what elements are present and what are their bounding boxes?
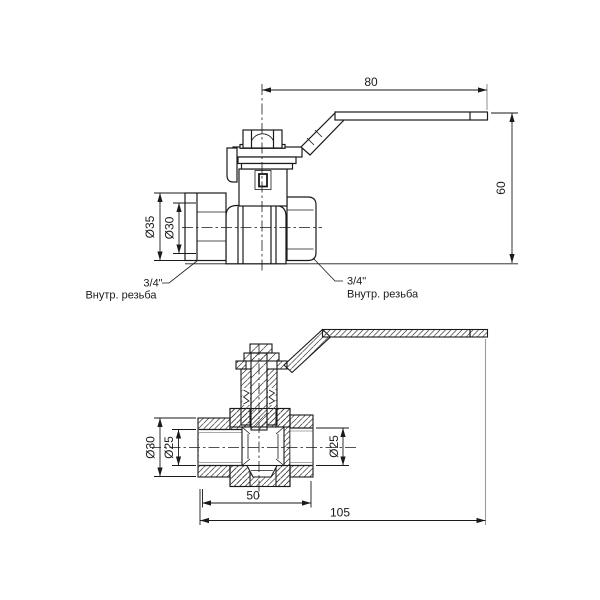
right-port-size-label: 3/4" — [347, 276, 366, 288]
dimension-105: 105 — [199, 339, 487, 525]
dimension-d25-right: Ø25 — [316, 427, 349, 466]
arrowhead — [302, 500, 311, 506]
right-bore — [290, 428, 313, 466]
gland-washer — [240, 162, 294, 170]
arrowhead — [340, 428, 346, 437]
arrowhead — [340, 456, 346, 466]
top-view: 80 60 Ø35 Ø30 — [85, 75, 518, 302]
gland-flange — [237, 156, 297, 165]
packing-spring-left — [242, 389, 250, 405]
arrowhead — [509, 254, 515, 263]
seat-chamfer — [275, 426, 285, 435]
arrowhead — [200, 517, 209, 524]
dimension-d30-bottom: Ø30 — [144, 417, 196, 477]
arrowhead — [176, 203, 182, 212]
ball-seat-lower — [246, 464, 278, 478]
handle-bend-tick — [314, 129, 323, 138]
packing-window-right — [268, 388, 276, 405]
stem-detail-frame — [254, 170, 272, 190]
arrowhead — [157, 193, 163, 202]
centerlines-bottom — [150, 344, 357, 497]
dim-d25-right-label: Ø25 — [327, 435, 341, 458]
seat-chamfer — [275, 458, 285, 466]
handle-bar — [334, 111, 489, 121]
leader-line — [312, 257, 343, 282]
dim-105-label: 105 — [330, 506, 350, 520]
arrowhead — [175, 456, 182, 466]
arrowhead — [509, 113, 515, 122]
seat-chamfer — [241, 458, 251, 466]
dim-d35-label: Ø35 — [143, 215, 157, 238]
packing-spring-right — [268, 389, 276, 405]
dimension-50: 50 — [202, 481, 312, 508]
body-barrel — [225, 204, 287, 265]
handle-stop-tab — [226, 147, 238, 183]
dimension-80: 80 — [262, 75, 488, 110]
dim-60-label: 60 — [494, 181, 508, 195]
packing-window-left — [242, 388, 250, 405]
seat-chamfer — [241, 426, 251, 435]
handle-bend-tick — [306, 137, 315, 146]
dimension-60: 60 — [185, 112, 518, 265]
arrowhead — [157, 251, 163, 261]
right-hex-nut — [286, 196, 317, 262]
dimension-d35: Ø35 — [143, 192, 196, 261]
left-port-thread-label: Внутр. резьба — [85, 290, 157, 302]
arrowhead — [262, 87, 271, 93]
section-handle — [283, 328, 489, 374]
dim-80-label: 80 — [364, 75, 378, 89]
dim-50-label: 50 — [246, 489, 260, 503]
arrowhead — [157, 467, 163, 477]
section-stem — [235, 343, 288, 431]
right-port-thread-label: Внутр. резьба — [347, 289, 419, 301]
left-hex-nut — [184, 192, 227, 262]
stem-assembly — [226, 129, 303, 183]
arrowhead — [476, 517, 486, 524]
stem-top — [249, 343, 273, 354]
centerlines-top — [182, 84, 322, 271]
bottom-view: Ø30 Ø25 Ø25 50 — [144, 328, 489, 525]
dim-d30-bottom-label: Ø30 — [144, 436, 158, 459]
stem-nut — [242, 129, 283, 149]
dim-d30-top-label: Ø30 — [163, 216, 177, 239]
left-port-size-label: 3/4" — [143, 278, 162, 290]
port-label-right: 3/4" Внутр. резьба — [312, 257, 419, 301]
leader-line — [162, 260, 198, 284]
arrowhead — [176, 244, 182, 254]
arrowhead — [157, 418, 163, 427]
dimension-d25-left: Ø25 — [162, 429, 196, 466]
dim-d25-left-label: Ø25 — [162, 436, 176, 459]
gland-ear-left — [235, 360, 247, 370]
arrowhead — [478, 87, 487, 93]
port-label-left: 3/4" Внутр. резьба — [85, 260, 198, 302]
nut-crown-arc — [251, 133, 274, 142]
arrowhead — [175, 429, 182, 439]
stem-detail-plug — [258, 173, 268, 188]
dimension-d30-top: Ø30 — [163, 202, 196, 254]
lever-handle — [300, 111, 489, 156]
valve-body — [184, 168, 317, 265]
arrowhead — [202, 500, 211, 506]
handle-bar-section — [321, 328, 489, 338]
